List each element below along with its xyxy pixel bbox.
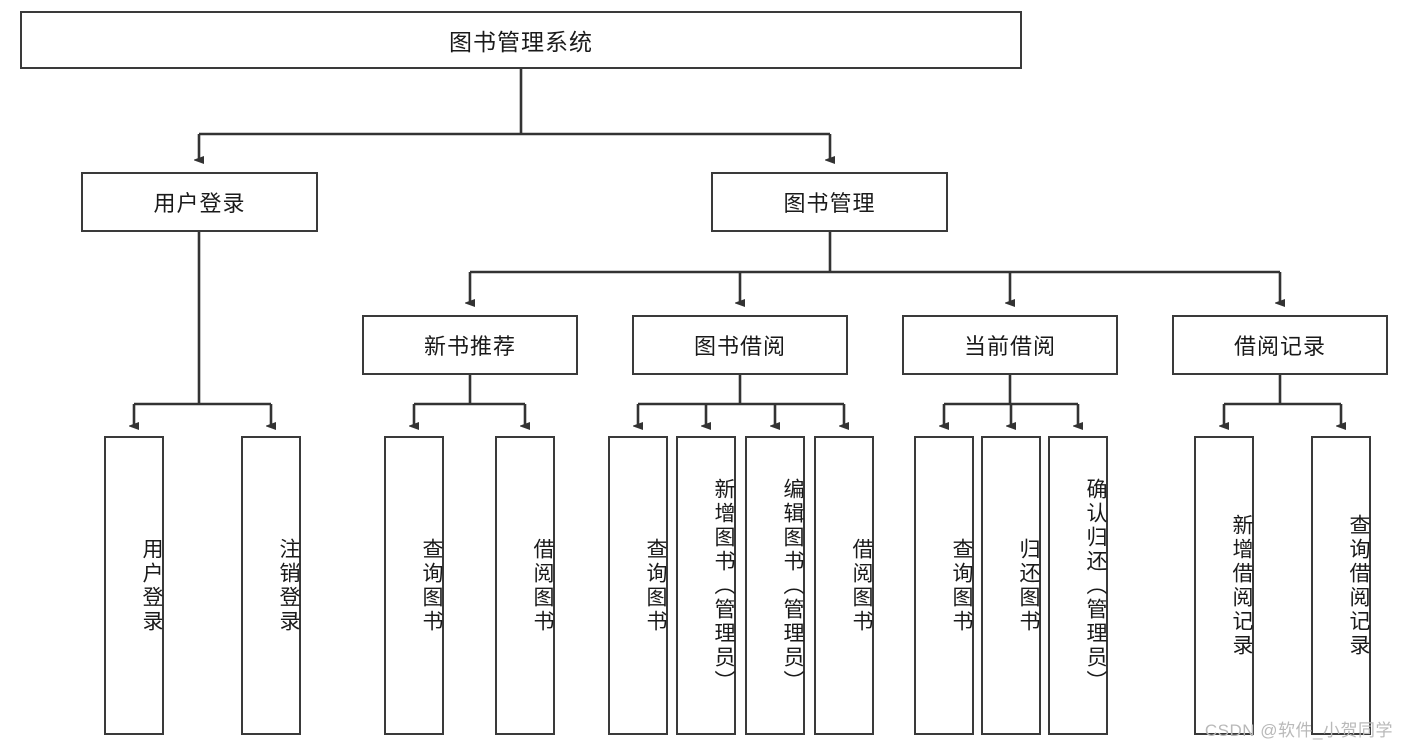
node-label: 图书管理 [783, 191, 876, 216]
node-label: 查询图书 [420, 537, 443, 634]
node-label: 新书推荐 [423, 334, 516, 359]
node-label: 注销登录 [277, 537, 300, 634]
node-leaf-add-record[interactable]: 新增借阅记录 [1194, 436, 1254, 735]
watermark-text: CSDN @软件_小贺同学 [1204, 721, 1393, 740]
node-leaf-query-book-3[interactable]: 查询图书 [914, 436, 974, 735]
node-label: 查询图书 [644, 537, 667, 634]
node-leaf-query-book-2[interactable]: 查询图书 [608, 436, 668, 735]
node-label: 新增借阅记录 [1230, 513, 1253, 658]
node-book-borrow[interactable]: 图书借阅 [632, 315, 848, 375]
node-label: 图书借阅 [693, 334, 786, 359]
node-label: 查询借阅记录 [1347, 513, 1370, 658]
node-leaf-confirm-return[interactable]: 确认归还（管理员） [1048, 436, 1108, 735]
node-new-book-recommend[interactable]: 新书推荐 [362, 315, 578, 375]
node-root-system[interactable]: 图书管理系统 [20, 11, 1022, 69]
node-book-management[interactable]: 图书管理 [711, 172, 948, 232]
node-label: 新增图书（管理员） [712, 477, 735, 694]
node-leaf-logout-login[interactable]: 注销登录 [241, 436, 301, 735]
node-borrow-record[interactable]: 借阅记录 [1172, 315, 1388, 375]
node-user-login[interactable]: 用户登录 [81, 172, 318, 232]
node-leaf-add-book[interactable]: 新增图书（管理员） [676, 436, 736, 735]
node-label: 借阅记录 [1233, 334, 1326, 359]
node-label: 图书管理系统 [449, 29, 593, 55]
node-current-borrow[interactable]: 当前借阅 [902, 315, 1118, 375]
node-label: 归还图书 [1017, 537, 1040, 634]
node-label: 用户登录 [140, 537, 163, 634]
node-leaf-query-book-1[interactable]: 查询图书 [384, 436, 444, 735]
node-label: 查询图书 [950, 537, 973, 634]
node-leaf-borrow-book-2[interactable]: 借阅图书 [814, 436, 874, 735]
node-label: 借阅图书 [531, 537, 554, 634]
node-label: 当前借阅 [963, 334, 1056, 359]
node-leaf-return-book[interactable]: 归还图书 [981, 436, 1041, 735]
node-leaf-user-login[interactable]: 用户登录 [104, 436, 164, 735]
node-leaf-query-record[interactable]: 查询借阅记录 [1311, 436, 1371, 735]
node-leaf-edit-book[interactable]: 编辑图书（管理员） [745, 436, 805, 735]
node-label: 借阅图书 [850, 537, 873, 634]
node-leaf-borrow-book-1[interactable]: 借阅图书 [495, 436, 555, 735]
node-label: 用户登录 [153, 191, 246, 216]
node-label: 编辑图书（管理员） [781, 477, 804, 694]
node-label: 确认归还（管理员） [1084, 477, 1107, 694]
